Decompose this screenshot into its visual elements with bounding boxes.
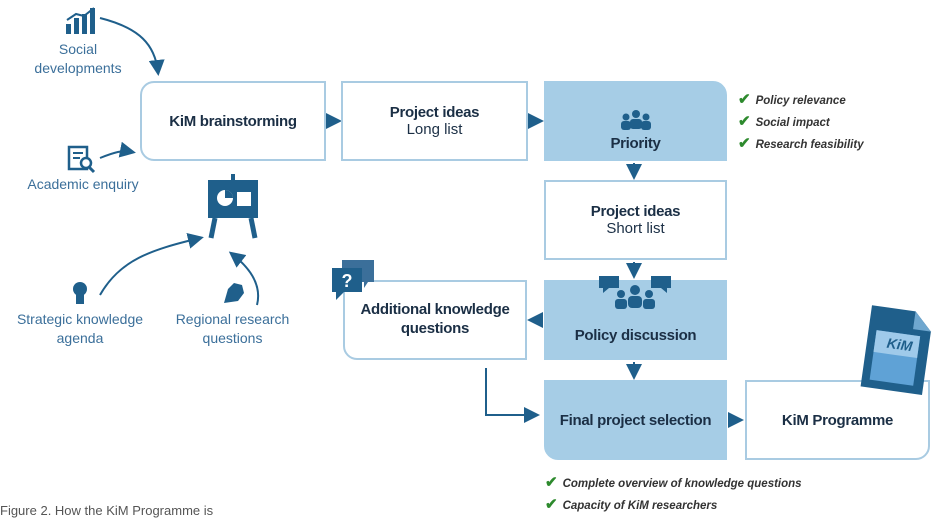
- policy-discussion-label: Policy discussion: [574, 326, 697, 344]
- question-mark: ?: [342, 271, 353, 291]
- check-label: Capacity of KiM researchers: [562, 500, 718, 512]
- check-research-feasibility: ✔ Research feasibility: [738, 134, 864, 152]
- question-bubble-icon: ?: [332, 260, 374, 300]
- checkmark-icon: ✔: [738, 91, 751, 108]
- check-label: Research feasibility: [755, 139, 864, 151]
- arrow-social: [99, 17, 165, 76]
- source-regional-questions: Regional research questions: [175, 311, 290, 346]
- discussion-group-icon: [599, 276, 671, 309]
- kim-programme-label: KiM Programme: [781, 411, 894, 429]
- academic-enquiry-icon: [67, 145, 96, 174]
- checkmark-icon: ✔: [738, 135, 751, 152]
- check-label: Policy relevance: [755, 95, 846, 107]
- people-group-icon: [620, 109, 651, 130]
- kim-document-text: KiM: [886, 335, 914, 354]
- checkmark-icon: ✔: [545, 474, 558, 491]
- kim-brainstorming-box: KiM brainstorming: [140, 81, 326, 161]
- presentation-board-icon: [208, 174, 258, 239]
- project-ideas-long-sub: Long list: [406, 121, 463, 138]
- arrow-additional-final: [485, 368, 540, 423]
- project-ideas-short-box: Project ideas Short list: [544, 180, 727, 260]
- arrow-academic: [99, 141, 136, 159]
- checkmark-icon: ✔: [545, 496, 558, 513]
- check-label: Complete overview of knowledge questions: [562, 478, 802, 490]
- check-social-impact: ✔ Social impact: [738, 112, 830, 130]
- final-selection-label: Final project selection: [559, 411, 712, 429]
- regional-questions-icon: [224, 283, 244, 303]
- source-strategic-agenda: Strategic knowledge agenda: [16, 311, 144, 346]
- source-academic-enquiry: Academic enquiry: [27, 176, 139, 192]
- check-complete-overview: ✔ Complete overview of knowledge question…: [545, 473, 802, 491]
- project-ideas-long-title: Project ideas: [389, 104, 480, 121]
- social-developments-icon: [66, 7, 95, 34]
- kim-document-icon: KiM: [860, 305, 931, 396]
- checkmark-icon: ✔: [738, 113, 751, 130]
- strategic-agenda-icon: [73, 282, 87, 304]
- check-policy-relevance: ✔ Policy relevance: [738, 90, 846, 108]
- arrow-regional: [228, 251, 260, 306]
- project-ideas-short-title: Project ideas: [590, 203, 681, 220]
- priority-label: Priority: [610, 134, 661, 152]
- additional-questions-label: Additional knowledge questions: [360, 301, 510, 337]
- figure-caption: Figure 2. How the KiM Programme is: [0, 503, 214, 518]
- check-label: Social impact: [755, 117, 830, 129]
- kim-brainstorming-label: KiM brainstorming: [169, 112, 297, 130]
- arrow-strategic: [99, 233, 204, 296]
- kim-programme-box: KiM Programme: [745, 380, 930, 460]
- check-capacity-researchers: ✔ Capacity of KiM researchers: [545, 495, 717, 513]
- additional-questions-box: Additional knowledge questions: [343, 280, 527, 360]
- source-social-developments: Social developments: [34, 41, 122, 76]
- project-ideas-short-sub: Short list: [606, 220, 665, 237]
- project-ideas-long-box: Project ideas Long list: [341, 81, 528, 161]
- priority-box: Priority: [544, 81, 727, 161]
- final-selection-box: Final project selection: [544, 380, 727, 460]
